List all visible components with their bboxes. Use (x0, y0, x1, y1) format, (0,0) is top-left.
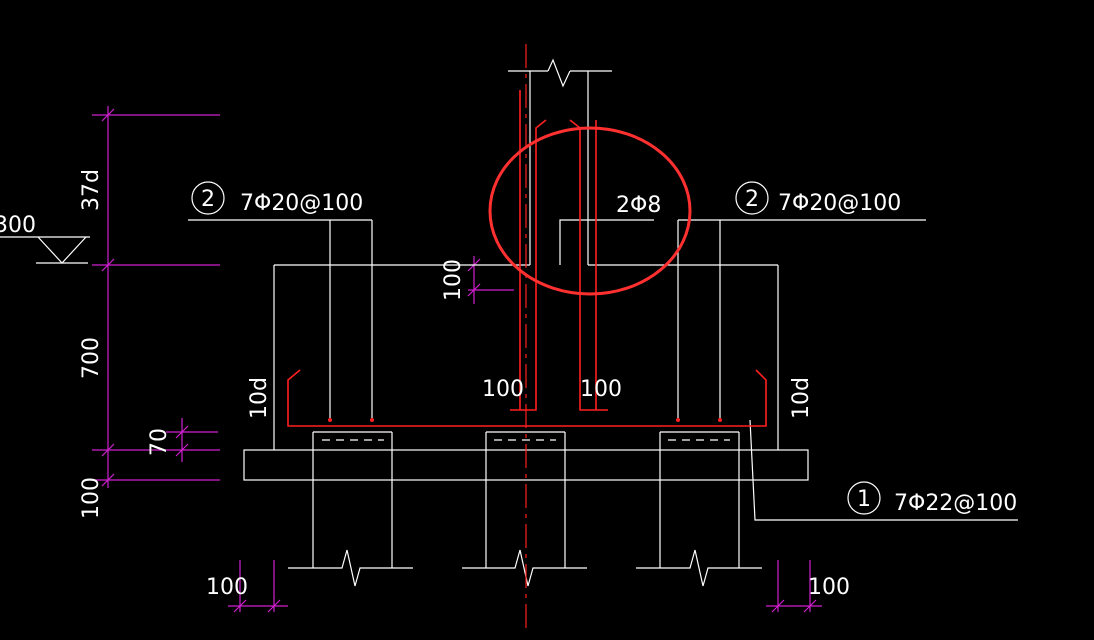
dim-hook-left: 10d (247, 377, 272, 419)
tag-top-right: 2 (745, 187, 759, 212)
dim-center-right: 100 (580, 377, 622, 402)
dim-right-foot: 100 (808, 575, 850, 600)
dim-embed: 100 (441, 259, 466, 301)
structure-outline (0, 58, 1018, 587)
spec-top-left: 7Φ20@100 (240, 191, 363, 216)
level-label: 300 (0, 213, 36, 238)
dim-height: 700 (79, 337, 104, 379)
highlight-circle (488, 126, 692, 296)
rebar-dots (328, 418, 722, 422)
tag-bottom: 1 (857, 487, 871, 512)
dim-anchor: 37d (79, 169, 104, 211)
dim-cushion: 100 (79, 477, 104, 519)
rebar-lines (287, 90, 767, 427)
spec-top-right: 7Φ20@100 (778, 191, 901, 216)
dim-left-foot: 100 (206, 575, 248, 600)
dim-center-left: 100 (482, 377, 524, 402)
spec-bottom: 7Φ22@100 (894, 491, 1017, 516)
dimension-lines (92, 106, 822, 613)
dim-hook-right: 10d (789, 377, 814, 419)
spec-stirrup: 2Φ8 (616, 193, 661, 218)
tag-top-left: 2 (201, 187, 215, 212)
dim-cover: 70 (147, 428, 172, 456)
